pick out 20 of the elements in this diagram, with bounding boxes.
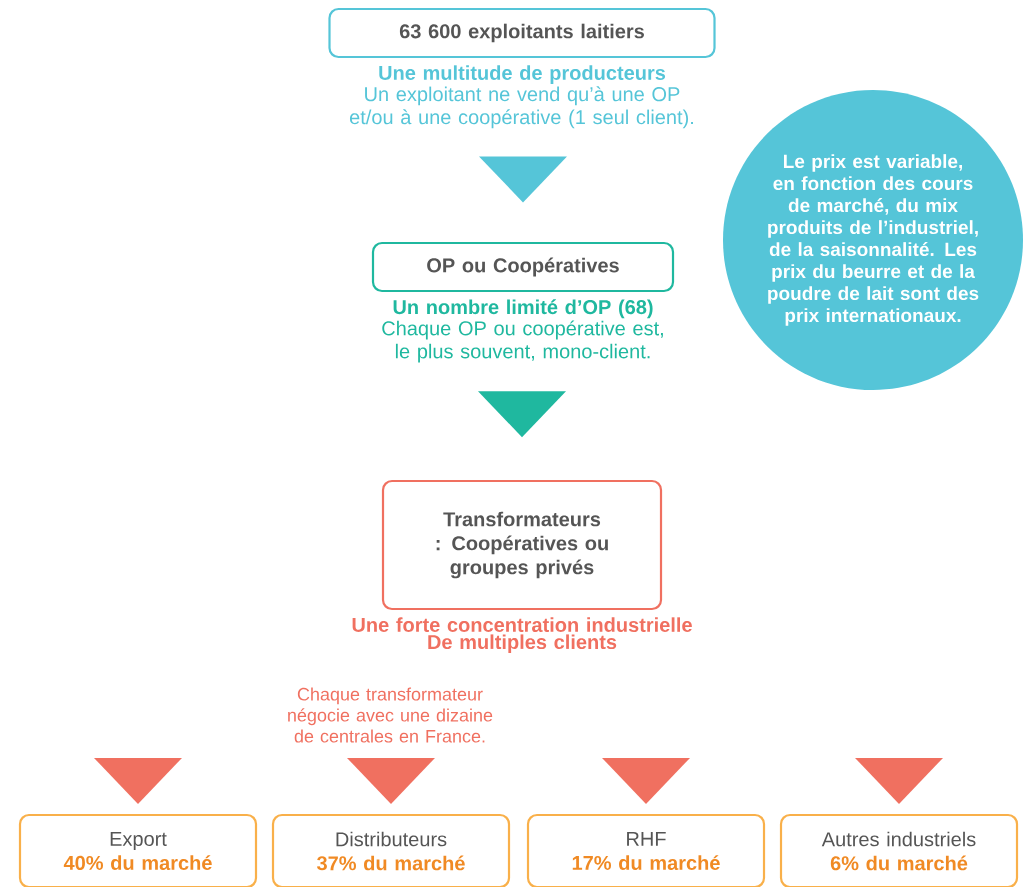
caption-text: Une multitude de producteurs [379, 65, 666, 84]
caption-text: Un exploitant ne vend qu’à une OP et/ou à une coopérative (1 seul client). [349, 86, 693, 129]
caption-text: Chaque OP ou coopérative est, le plus souvent, mono-client. [382, 320, 663, 363]
triangle-arrow [478, 391, 566, 438]
triangle-arrow [94, 757, 182, 804]
caption-text: Une forte concentration industrielle [352, 617, 692, 632]
note-text: Chaque transformateur négocie avec une dizaine de centrales en France. [288, 687, 493, 743]
stage-box: OP ou Coopératives [371, 241, 675, 293]
triangle-arrow [602, 757, 690, 804]
market-box: RHF 17% du marché [526, 813, 766, 887]
stage-box: Transformateurs : Coopératives ou groupes privés [381, 479, 663, 611]
market-box: Distributeurs 37% du marché [271, 813, 511, 887]
triangle-arrow [855, 757, 943, 804]
caption-text: De multiples clients [428, 634, 617, 654]
triangle-arrow [347, 757, 435, 804]
market-box: Export 40% du marché [18, 813, 258, 887]
caption-text: Un nombre limité d’OP (68) [393, 299, 653, 319]
triangle-arrow [479, 156, 567, 203]
market-box: Autres industriels 6% du marché [779, 813, 1019, 887]
stage-box: 63 600 exploitants laitiers [328, 7, 716, 59]
